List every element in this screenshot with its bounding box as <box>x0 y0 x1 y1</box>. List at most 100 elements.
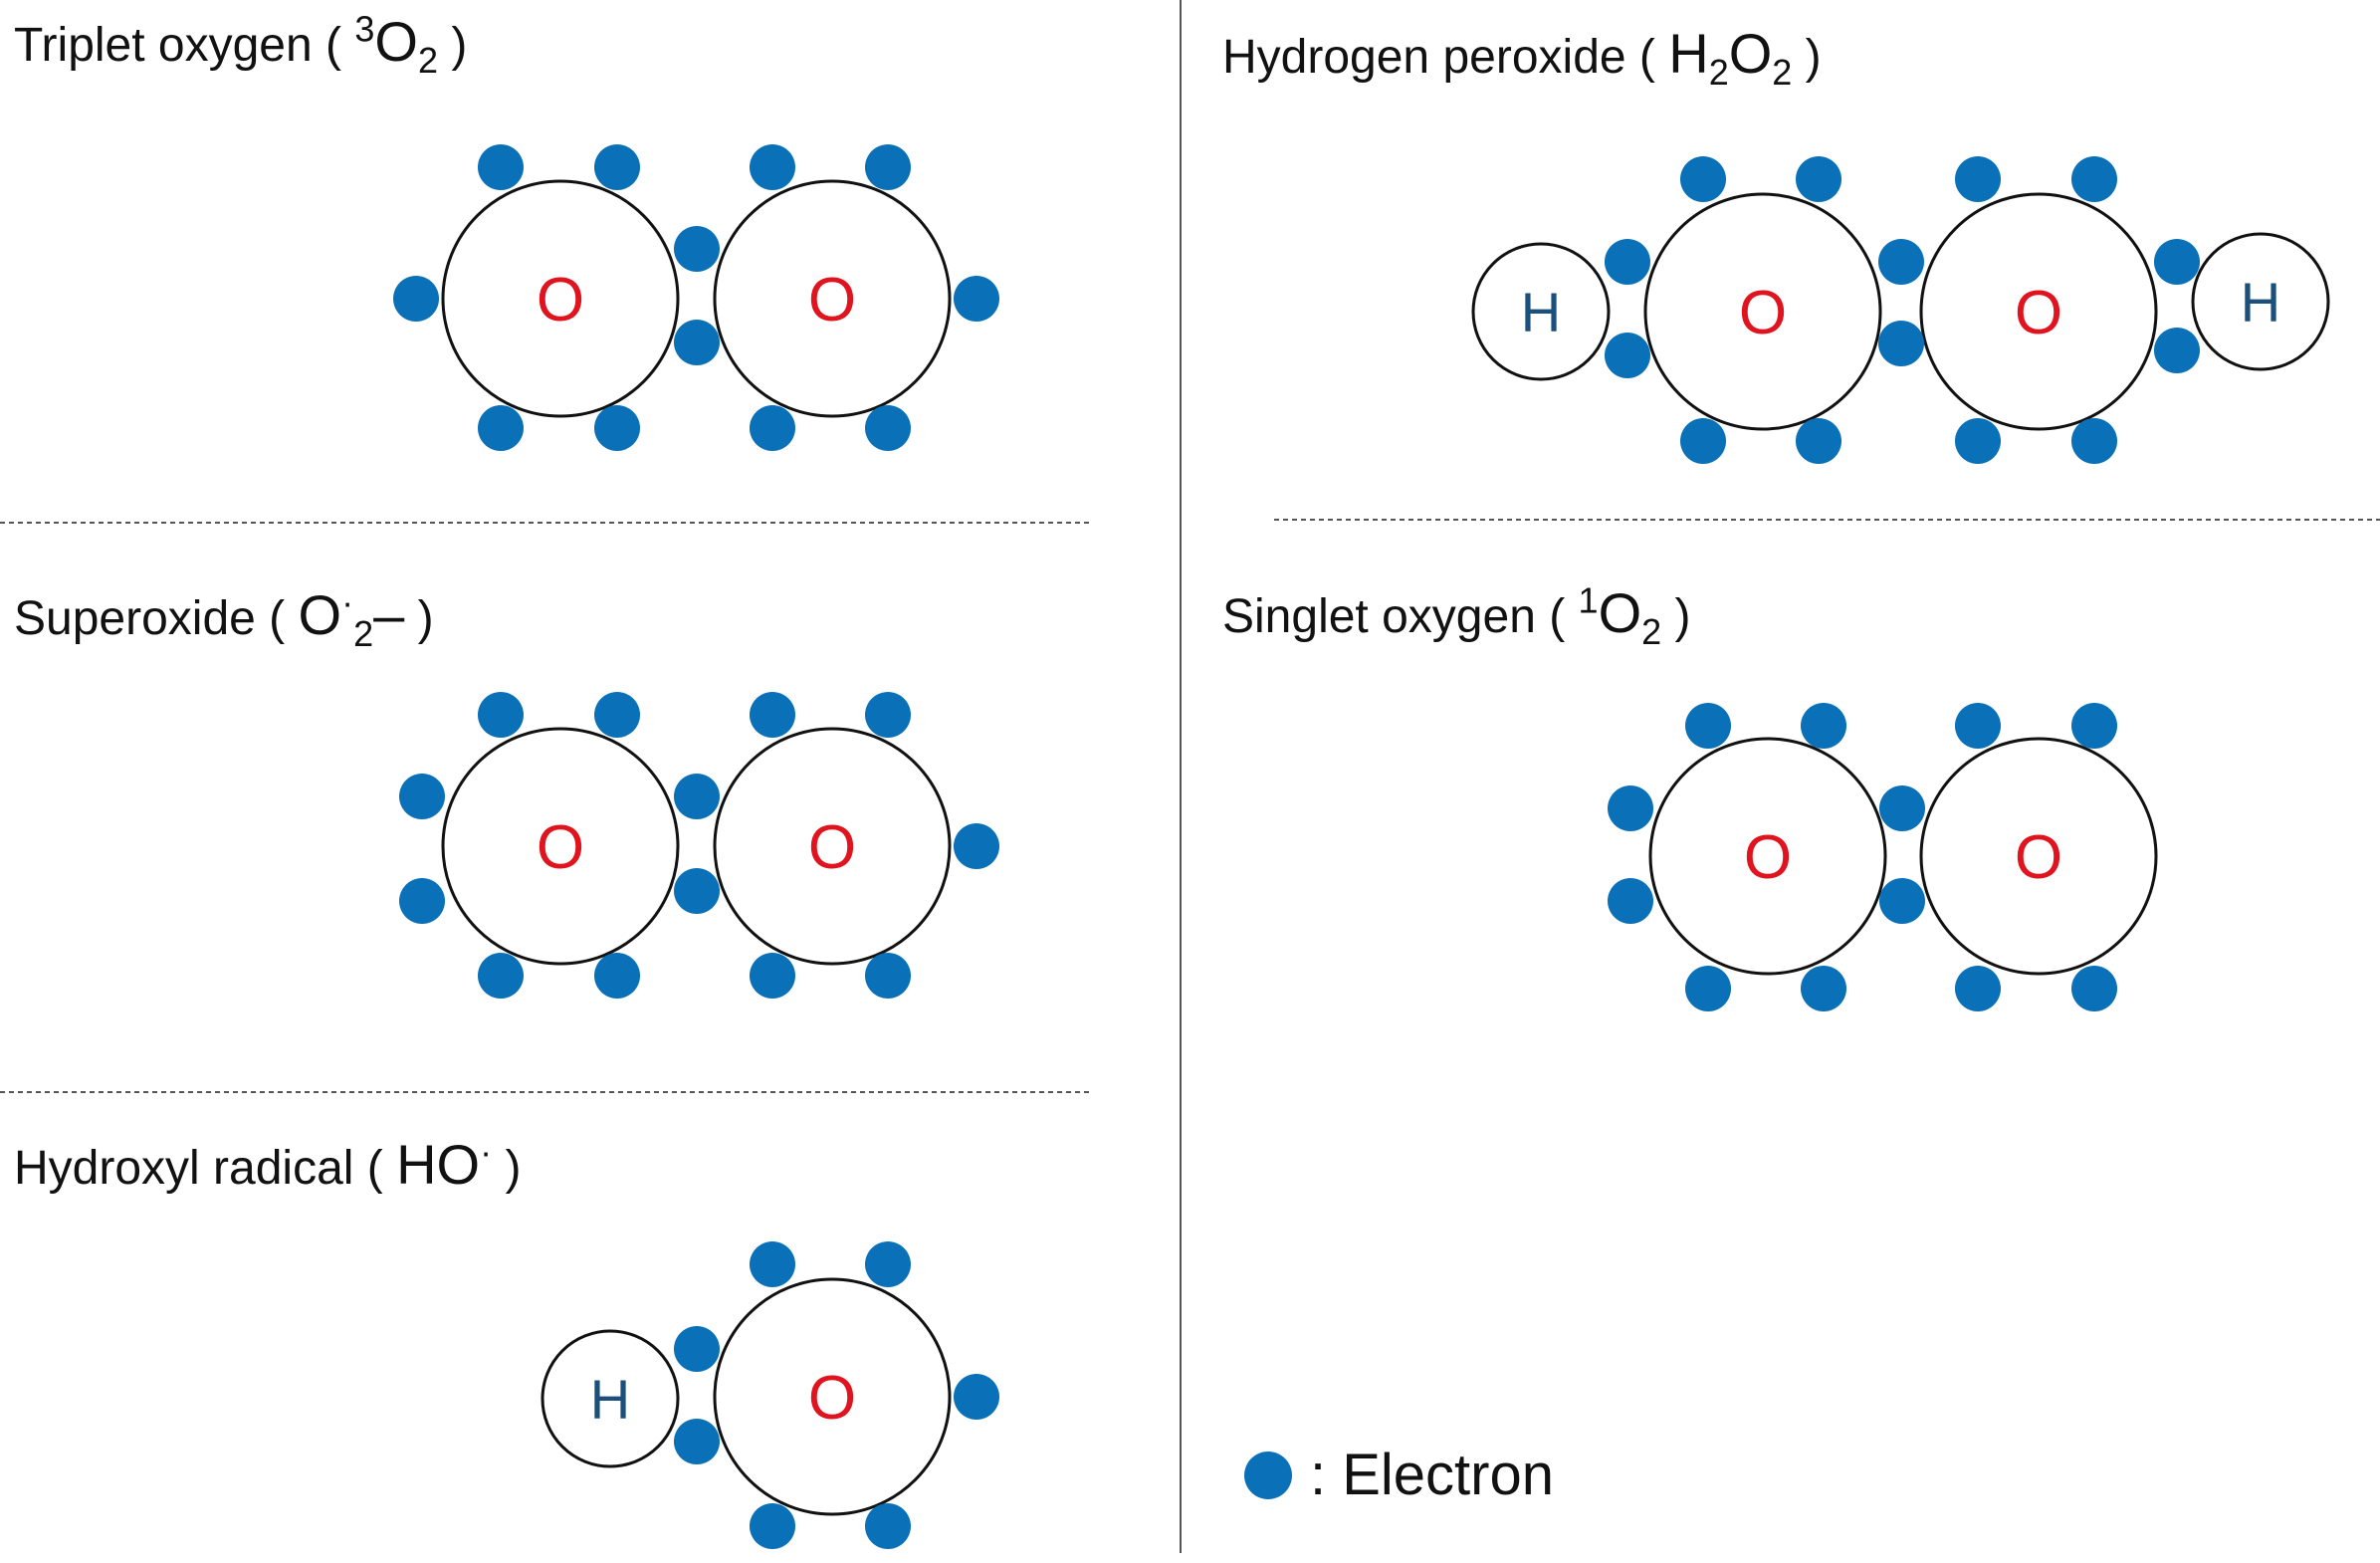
title-triplet-oxygen: Triplet oxygen ( 3O2 ) <box>14 11 468 79</box>
electron-dot <box>478 692 524 738</box>
electron-dot <box>594 405 640 451</box>
electron-dot <box>1955 156 2001 202</box>
electron-dot <box>954 276 999 322</box>
electron-dot <box>865 692 911 738</box>
title-close: ) <box>451 19 468 72</box>
hydrogen-label: H <box>2241 271 2280 334</box>
electron-dot <box>954 1374 999 1420</box>
electron-dot <box>1680 418 1726 464</box>
hydrogen-atom <box>2191 232 2330 371</box>
title-name: Hydroxyl radical ( <box>14 1142 383 1195</box>
electron-dot <box>1955 703 2001 749</box>
title-hydrogen-peroxide: Hydrogen peroxide ( H2O2 ) <box>1222 26 1822 91</box>
title-name: Hydrogen peroxide ( <box>1222 31 1655 84</box>
electron-dot <box>1878 321 1924 366</box>
electron-dot <box>399 878 445 924</box>
title-singlet-oxygen: Singlet oxygen ( 1O2 ) <box>1222 582 1691 650</box>
electron-legend-dot <box>1244 1451 1292 1499</box>
title-close: ) <box>1805 31 1822 84</box>
electron-dot <box>594 953 640 999</box>
electron-dot <box>393 276 439 322</box>
title-close: ) <box>1674 590 1691 643</box>
electron-dot <box>2154 239 2200 285</box>
oxygen-label: O <box>537 813 584 882</box>
title-name: Triplet oxygen ( <box>14 19 342 72</box>
oxygen-label: O <box>808 1364 856 1433</box>
oxygen-atom <box>713 727 952 966</box>
electron-dot <box>1608 785 1653 831</box>
oxygen-label: O <box>808 266 856 335</box>
formula: 3O2 <box>354 8 438 82</box>
electron-dot <box>1878 239 1924 285</box>
electron-dot <box>594 144 640 190</box>
electron-dot <box>478 953 524 999</box>
title-name: Singlet oxygen ( <box>1222 590 1566 643</box>
oxygen-atom <box>441 179 680 418</box>
formula: H2O2 <box>1668 22 1793 94</box>
electron-dot <box>750 144 795 190</box>
oxygen-label: O <box>2015 279 2062 347</box>
electron-dot <box>1801 703 1846 749</box>
title-superoxide: Superoxide ( O·2– ) <box>14 584 434 652</box>
electron-dot <box>1680 156 1726 202</box>
electron-dot <box>674 774 720 819</box>
electron-dot <box>674 320 720 365</box>
oxygen-label: O <box>1739 279 1787 347</box>
oxygen-label: O <box>2015 823 2062 892</box>
oxygen-atom <box>713 179 952 418</box>
electron-dot <box>674 868 720 914</box>
oxygen-atom <box>713 1277 952 1516</box>
electron-dot <box>2154 328 2200 373</box>
hydrogen-atom <box>1471 242 1611 381</box>
electron-dot <box>750 953 795 999</box>
electron-dot <box>1955 966 2001 1011</box>
electron-dot <box>865 144 911 190</box>
oxygen-atom <box>441 727 680 966</box>
electron-dot <box>954 823 999 869</box>
electron-dot <box>750 405 795 451</box>
electron-dot <box>1605 239 1650 285</box>
electron-dot <box>1608 878 1653 924</box>
oxygen-label: O <box>537 266 584 335</box>
oxygen-atom <box>1919 192 2158 431</box>
electron-dot <box>750 1503 795 1549</box>
title-close: ) <box>417 592 434 645</box>
electron-dot <box>865 405 911 451</box>
electron-dot <box>1685 703 1731 749</box>
electron-dot <box>1955 418 2001 464</box>
formula: O·2– <box>298 581 405 655</box>
formula: 1O2 <box>1578 579 1662 653</box>
electron-dot <box>750 1241 795 1287</box>
electron-dot <box>1796 156 1841 202</box>
electron-dot <box>2071 418 2117 464</box>
oxygen-label: O <box>808 813 856 882</box>
title-name: Superoxide ( <box>14 592 286 645</box>
electron-dot <box>1879 878 1925 924</box>
oxygen-label: O <box>1744 823 1792 892</box>
hydrogen-label: H <box>590 1368 630 1431</box>
electron-dot <box>399 774 445 819</box>
electron-dot <box>865 1241 911 1287</box>
oxygen-atom <box>1919 737 2158 976</box>
electron-dot <box>1879 785 1925 831</box>
electron-dot <box>674 1419 720 1464</box>
formula: HO· <box>396 1131 493 1196</box>
electron-dot <box>674 1326 720 1372</box>
electron-dot <box>478 144 524 190</box>
electron-dot <box>2071 156 2117 202</box>
electron-dot <box>478 405 524 451</box>
electron-dot <box>674 226 720 272</box>
oxygen-atom <box>1643 192 1882 431</box>
title-close: ) <box>505 1142 522 1195</box>
electron-dot <box>594 692 640 738</box>
electron-dot <box>1605 333 1650 378</box>
electron-dot <box>865 953 911 999</box>
electron-dot <box>1801 966 1846 1011</box>
